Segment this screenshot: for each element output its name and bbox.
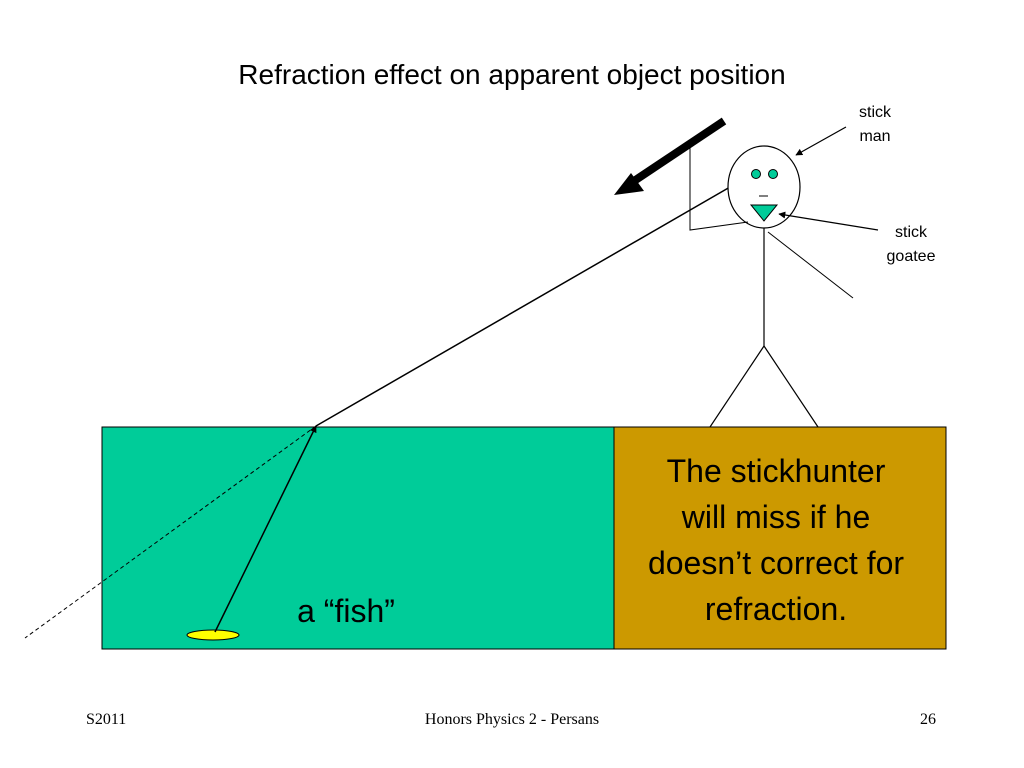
stick-goatee-label-line-1: stick xyxy=(895,224,928,241)
message-line-3: doesn’t correct for xyxy=(648,545,904,581)
message-line-1: The stickhunter xyxy=(667,453,886,489)
footer-right: 26 xyxy=(920,711,936,728)
right-eye xyxy=(768,169,778,179)
stick-man-left-leg xyxy=(709,345,765,428)
message-text: The stickhunter will miss if he doesn’t … xyxy=(648,453,904,627)
goatee-triangle xyxy=(749,204,779,222)
stick-goatee-label-line-2: goatee xyxy=(887,248,936,265)
message-line-4: refraction. xyxy=(705,591,847,627)
stick-man-right-arm xyxy=(767,231,854,299)
ray-to-eye xyxy=(315,171,757,427)
message-box xyxy=(613,426,947,650)
refracted-ray-in-water xyxy=(214,425,317,633)
stick-man-label-line-1: stick xyxy=(859,104,892,121)
stick-man-right-leg xyxy=(763,345,819,428)
footer-center: Honors Physics 2 - Persans xyxy=(425,711,599,728)
water-region xyxy=(101,426,615,650)
stick-man-label: stick man xyxy=(859,104,892,145)
message-line-2: will miss if he xyxy=(681,499,870,535)
footer-left: S2011 xyxy=(86,711,126,728)
stick-man-pointer xyxy=(795,126,847,156)
left-eye xyxy=(751,169,761,179)
stick-goatee-label: stick goatee xyxy=(887,224,936,265)
stick-man-left-arm xyxy=(689,146,749,231)
fish-label: a “fish” xyxy=(297,593,395,629)
stick-goatee-pointer xyxy=(778,211,879,231)
stick-man-label-line-2: man xyxy=(859,128,890,145)
fish-ellipse xyxy=(186,629,240,641)
spear-arrow-icon xyxy=(614,117,727,195)
slide-title: Refraction effect on apparent object pos… xyxy=(238,59,785,90)
